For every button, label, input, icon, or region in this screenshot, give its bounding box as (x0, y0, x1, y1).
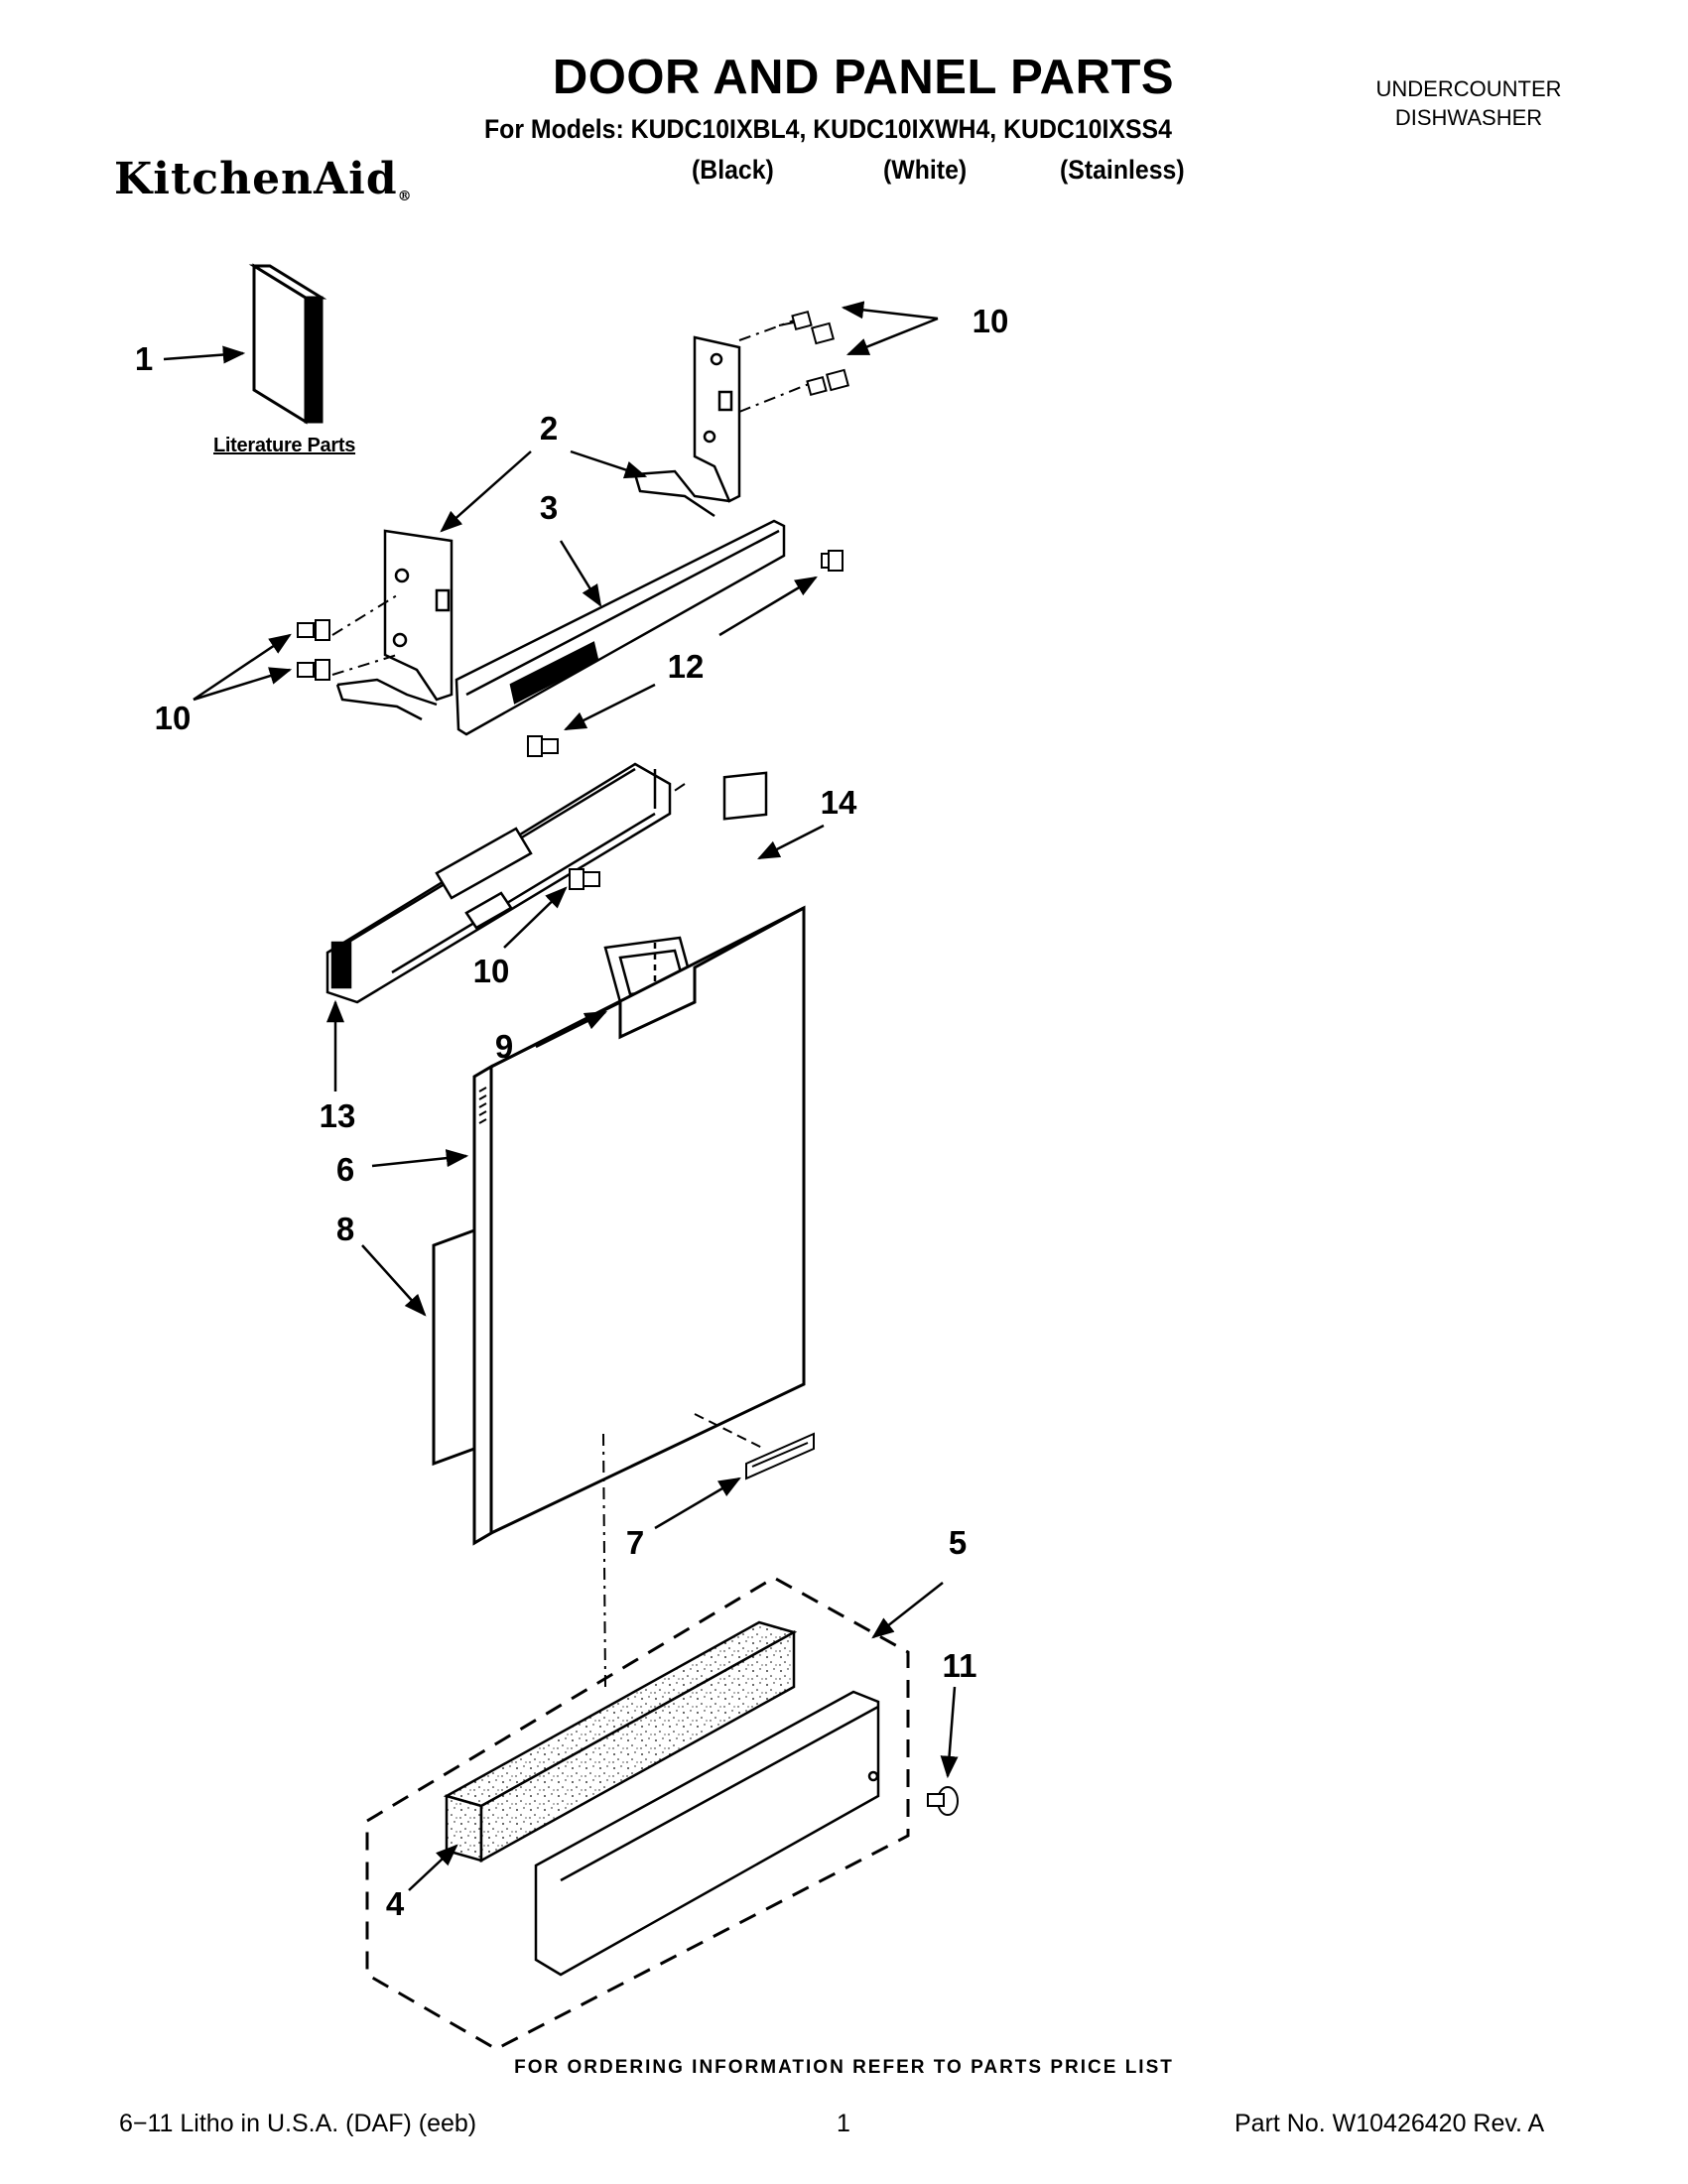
leader-arrows (163, 301, 959, 1891)
variant-white: (White) (883, 155, 968, 185)
screws (297, 310, 849, 890)
ordering-note: FOR ORDERING INFORMATION REFER TO PARTS … (514, 2057, 1174, 2078)
callout-13: 13 (319, 1097, 356, 1134)
screw-10-upper-3 (806, 375, 828, 397)
callout-1: 1 (134, 340, 154, 377)
brand-badge (745, 1432, 815, 1480)
callout-3: 3 (539, 489, 559, 526)
appliance-type: UNDERCOUNTER DISHWASHER (1340, 74, 1598, 132)
appliance-line-1: UNDERCOUNTER (1375, 76, 1562, 101)
screw-10-left-1 (297, 619, 330, 641)
small-pad (722, 771, 768, 821)
callout-9: 9 (494, 1028, 514, 1065)
hinge-bracket-right (633, 335, 741, 518)
literature-parts-label: Literature Parts (213, 435, 356, 456)
screw-10-console (569, 868, 600, 890)
literature-booklet (248, 263, 327, 425)
appliance-line-2: DISHWASHER (1394, 105, 1543, 130)
brand-logo: KitchenAid® (114, 154, 413, 204)
page-number: 1 (837, 2110, 850, 2137)
console-assembly (325, 762, 672, 1004)
callout-7: 7 (625, 1524, 645, 1561)
callout-8: 8 (335, 1211, 355, 1247)
hinge-bracket-left (335, 529, 454, 721)
callout-6: 6 (335, 1151, 355, 1188)
callout-10-console: 10 (472, 953, 510, 989)
toe-panel-foam (443, 1620, 798, 1863)
outer-door-panel (472, 905, 806, 1546)
page-title: DOOR AND PANEL PARTS (552, 51, 1175, 104)
toe-panel-plate (534, 1690, 880, 1977)
control-panel-rail (454, 519, 786, 736)
badge-locator-line (694, 1413, 765, 1450)
callout-12: 12 (667, 648, 705, 685)
screw-10-upper-1 (778, 310, 813, 331)
door-insulation (432, 1227, 476, 1467)
brand-name: KitchenAid (114, 154, 398, 204)
assembly-guide-lines (331, 320, 815, 1688)
callout-10-left: 10 (154, 700, 192, 736)
toe-panel-screw (927, 1786, 959, 1816)
callout-10-upper: 10 (972, 303, 1009, 339)
variant-black: (Black) (692, 155, 774, 185)
print-info: 6−11 Litho in U.S.A. (DAF) (eeb) (119, 2110, 477, 2137)
screw-12-left (527, 735, 559, 757)
callout-11: 11 (942, 1647, 977, 1684)
screw-10-left-2 (297, 659, 330, 681)
toe-panel-kit-outline (365, 1576, 910, 2051)
callout-14: 14 (820, 784, 857, 821)
callout-2: 2 (539, 410, 559, 447)
screw-10-upper-2 (811, 321, 835, 345)
registered-mark: ® (397, 189, 413, 204)
screw-10-upper-4 (826, 368, 849, 392)
callout-5: 5 (948, 1524, 968, 1561)
models-line: For Models: KUDC10IXBL4, KUDC10IXWH4, KU… (484, 114, 1172, 144)
callout-4: 4 (385, 1885, 405, 1922)
part-number: Part No. W10426420 Rev. A (1234, 2110, 1545, 2137)
variant-stainless: (Stainless) (1060, 155, 1185, 185)
screw-12-right (821, 550, 844, 572)
